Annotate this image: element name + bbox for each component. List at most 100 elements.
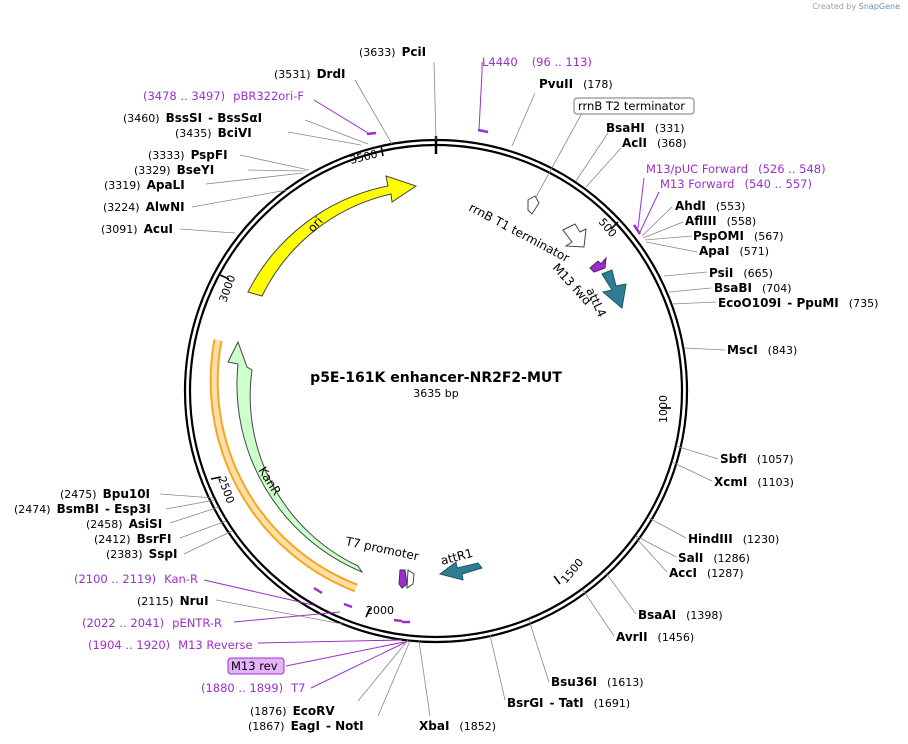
leader-eagi bbox=[377, 640, 411, 717]
enzyme-bsmbi: (2474)BsmBI- Esp3I bbox=[14, 502, 151, 516]
leader-acui bbox=[179, 228, 236, 234]
leader-pvuii bbox=[511, 92, 536, 147]
primer-leader-m13fwd bbox=[639, 191, 660, 233]
enzyme-ahdi: AhdI(553) bbox=[675, 199, 745, 213]
leader-sali bbox=[635, 535, 677, 558]
leader-sbfi bbox=[675, 445, 719, 460]
leader-psii bbox=[663, 271, 708, 277]
leader-bsahi bbox=[575, 132, 609, 182]
primer-t7: (1880 .. 1899)T7 bbox=[201, 681, 305, 695]
tick-label-1000: 1000 bbox=[657, 395, 670, 423]
primer-labels: L4440(96 .. 113) M13/pUC Forward(526 .. … bbox=[74, 55, 826, 695]
enzyme-bsaai: BsaAI(1398) bbox=[638, 608, 723, 622]
leader-avrii bbox=[582, 589, 615, 637]
enzyme-sspi: (2383)SspI bbox=[106, 547, 177, 561]
primer-leader-l4440 bbox=[478, 62, 483, 131]
leader-ahdi bbox=[641, 206, 673, 237]
enzyme-bseyi: (3329)BseYI bbox=[134, 163, 214, 177]
primer-m13rev: (1904 .. 1920)M13 Reverse bbox=[88, 638, 253, 652]
leader-pcii bbox=[433, 61, 437, 141]
leader-bpu10i bbox=[159, 493, 215, 499]
leader-drdi bbox=[354, 79, 393, 145]
rrnbt1-label: rrnB T1 terminator bbox=[467, 200, 572, 265]
primer-pentr: (2022 .. 2041)pENTR-R bbox=[82, 616, 222, 630]
primer-l4440: L4440(96 .. 113) bbox=[482, 55, 592, 69]
enzyme-bsabi: BsaBI(704) bbox=[714, 281, 792, 295]
leader-apai bbox=[645, 241, 698, 253]
leader-nrui bbox=[215, 599, 343, 625]
enzyme-aflIII: AflIII(558) bbox=[685, 214, 756, 228]
enzyme-pspomi: PspOMI(567) bbox=[693, 229, 784, 243]
rrnbt2-label: rrnB T2 terminator bbox=[578, 99, 685, 113]
leader-pspomi bbox=[644, 235, 693, 241]
leader-bsabi bbox=[668, 287, 712, 293]
enzyme-pspfi: (3333)PspFI bbox=[148, 148, 228, 162]
kanr-feature bbox=[227, 340, 364, 574]
enzyme-avrii: AvrII(1456) bbox=[616, 630, 694, 644]
enzyme-xcmi: XcmI(1103) bbox=[714, 475, 794, 489]
t7promoter-label: T7 promoter bbox=[343, 534, 420, 563]
leader-xbai bbox=[418, 640, 431, 717]
leader-ecorv bbox=[357, 639, 409, 702]
primer-kanr: (2100 .. 2119)Kan-R bbox=[74, 572, 198, 586]
leader-bsrfi bbox=[179, 520, 227, 539]
attr1-feature bbox=[438, 561, 483, 581]
kanr-highlight-core bbox=[211, 339, 357, 591]
tick-label-3500: 3500 bbox=[349, 148, 379, 167]
enzyme-bsrfi: (2412)BsrFI bbox=[94, 532, 171, 546]
m13fwd-label: M13 fwd bbox=[550, 261, 594, 308]
primer-leaders bbox=[203, 62, 660, 689]
tick-label-3000: 3000 bbox=[217, 273, 239, 304]
leader-sspi bbox=[183, 530, 233, 555]
tick-2000 bbox=[365, 607, 371, 618]
rrnbt2-feature bbox=[527, 195, 540, 215]
leader-pspfi bbox=[239, 154, 310, 171]
leader-hindiii bbox=[648, 517, 687, 539]
m13fwd-feature bbox=[589, 256, 607, 273]
primer-mark-l4440 bbox=[477, 128, 489, 134]
enzyme-acli: AclI(368) bbox=[622, 136, 687, 150]
leader-bsaai bbox=[605, 572, 637, 615]
primer-mark-pentr bbox=[343, 602, 353, 609]
tick-label-1500: 1500 bbox=[558, 556, 586, 586]
leader-apali bbox=[205, 172, 304, 185]
tick-label-2000: 2000 bbox=[366, 604, 394, 617]
enzyme-pcii: (3633)PciI bbox=[359, 45, 426, 59]
primer-leader-kanr bbox=[203, 579, 314, 606]
primer-mark-kanr bbox=[313, 586, 323, 595]
enzyme-leaders bbox=[159, 61, 726, 717]
t7promoter-feature-outline bbox=[406, 569, 415, 589]
enzyme-labels: (3633)PciI (3531)DrdI (3460)BssSI- BssSα… bbox=[14, 45, 878, 733]
leader-asisi bbox=[169, 506, 220, 524]
tick-1500 bbox=[553, 575, 561, 585]
enzyme-bsssi: (3460)BssSI- BssSαI bbox=[123, 111, 262, 125]
enzyme-bcivi: (3435)BciVI bbox=[175, 126, 252, 140]
enzyme-apali: (3319)ApaLI bbox=[104, 178, 185, 192]
enzyme-apai: ApaI(571) bbox=[699, 244, 769, 258]
primer-m13puc: M13/pUC Forward(526 .. 548) bbox=[646, 162, 826, 176]
leader-bsssi bbox=[304, 119, 369, 145]
snapgene-credit: Created by SnapGene bbox=[812, 2, 900, 11]
enzyme-asisi: (2458)AsiSI bbox=[86, 517, 162, 531]
leader-aflIII bbox=[642, 221, 684, 239]
enzyme-eco0109i: EcoO109I- PpuMI(735) bbox=[718, 296, 878, 310]
enzyme-bsahi: BsaHI(331) bbox=[606, 121, 685, 135]
leader-xcmi bbox=[671, 461, 713, 482]
tick-3500 bbox=[380, 145, 384, 157]
enzyme-pvuii: PvuII(178) bbox=[539, 77, 613, 91]
enzyme-xbai: XbaI(1852) bbox=[419, 719, 496, 733]
enzyme-bsu36i: Bsu36I(1613) bbox=[551, 675, 644, 689]
leader-alwni bbox=[191, 189, 288, 208]
primer-mark-pbr322 bbox=[366, 131, 377, 136]
plasmid-size: 3635 bp bbox=[413, 387, 458, 400]
leader-bsu36i bbox=[528, 619, 550, 683]
enzyme-acui: (3091)AcuI bbox=[101, 222, 173, 236]
enzyme-ecorv: (1876)EcoRV bbox=[250, 704, 335, 718]
leader-acli bbox=[585, 147, 622, 188]
t7promoter-feature bbox=[398, 569, 408, 589]
kanr-label: KanR bbox=[255, 464, 283, 498]
primer-leader-m13puc bbox=[637, 177, 645, 229]
primer-mark-m13rev bbox=[393, 618, 403, 623]
enzyme-nrui: (2115)NruI bbox=[137, 594, 209, 608]
enzyme-acci: AccI(1287) bbox=[669, 566, 744, 580]
